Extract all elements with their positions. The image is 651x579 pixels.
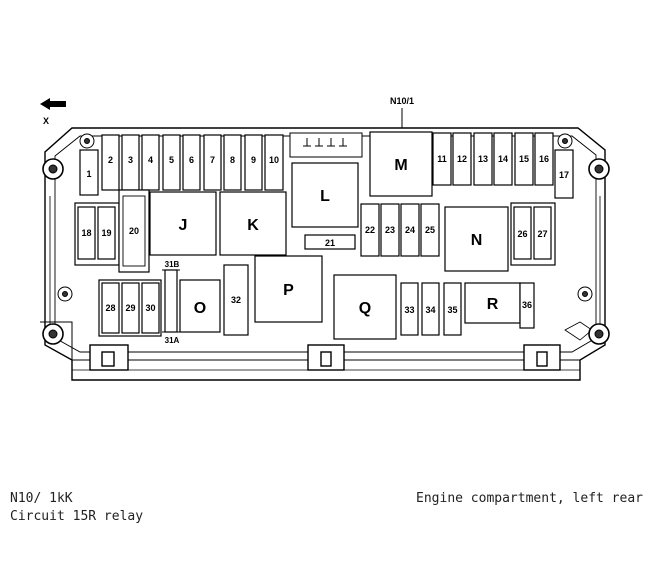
fuse-6: 6 [182,134,201,191]
relay-label: R [487,296,499,313]
caption-code: N10/ 1kK [10,491,73,506]
fuse-label: 9 [251,155,256,165]
fuse-pair-26-27 [510,202,556,266]
fuse-22: 22 [360,203,380,257]
fuse-pair-18-19 [74,202,120,266]
caption-location: Engine compartment, left rear [416,491,643,506]
fuse-group-28-30 [98,279,162,337]
relay-m: M [369,131,433,197]
fuse-13: 13 [473,132,493,186]
relay-label: P [283,282,294,299]
fuse-26-label: 26 [517,229,527,239]
fuse-34: 34 [421,282,440,336]
fuse-label: 15 [519,154,529,164]
fuse-29-label: 29 [125,303,135,313]
fuse-36: 36 [519,282,535,329]
fuse-33: 33 [400,282,419,336]
fuse-2: 2 [101,134,120,191]
fuse-12: 12 [452,132,472,186]
relay-n: N [444,206,509,272]
relay-r: R [464,282,521,324]
fuse-17: 17 [554,149,574,199]
fuse-32: 32 [223,264,249,336]
relay-q: Q [333,274,397,340]
fuse-8: 8 [223,134,242,191]
relay-label: O [194,300,206,317]
relay-l: L [291,162,359,228]
fuse-24: 24 [400,203,420,257]
fuse-label: 24 [405,225,415,235]
component-id-label: N10/1 [390,96,414,106]
arrow-label: X [43,116,49,126]
fuse-label: 21 [325,238,335,248]
fuse-label: 22 [365,225,375,235]
fuse-label: 13 [478,154,488,164]
relay-label: Q [359,300,371,317]
fuse-3: 3 [121,134,140,191]
fuse-label: 1 [86,169,91,179]
fuse-label: 25 [425,225,435,235]
fuse-31b-label: 31B [165,260,180,269]
fuse-label: 34 [425,305,435,315]
fuse-label: 17 [559,170,569,180]
fuse-18-label: 18 [81,228,91,238]
fuse-31 [162,269,180,333]
fuse-label: 2 [108,155,113,165]
fuse-1: 1 [79,149,99,196]
relay-k: K [219,191,287,256]
fuse-label: 4 [148,155,153,165]
fuse-21: 21 [304,234,356,250]
relay-label: J [179,217,188,234]
fuse-11: 11 [432,132,452,186]
fuse-label: 5 [169,155,174,165]
fuse-label: 20 [129,226,139,236]
fuse-19-label: 19 [101,228,111,238]
caption-name: Circuit 15R relay [10,509,144,524]
fuse-30-label: 30 [145,303,155,313]
direction-arrow: X [40,98,66,126]
fuse-label: 35 [447,305,457,315]
fuse-label: 3 [128,155,133,165]
fuse-9: 9 [244,134,263,191]
fuse-label: 33 [404,305,414,315]
fuse-23: 23 [380,203,400,257]
fuse-label: 8 [230,155,235,165]
relay-p: P [254,255,323,323]
relay-label: L [320,188,330,205]
fuse-28-label: 28 [105,303,115,313]
fuse-31a-label: 31A [165,336,180,345]
fuse-label: 32 [231,295,241,305]
fuse-20: 20 [118,189,150,273]
fuse-14: 14 [493,132,513,186]
fuse-5: 5 [162,134,181,191]
fuse-label: 36 [522,300,532,310]
top-connector [289,132,363,158]
fuse-label: 14 [498,154,508,164]
fuse-label: 10 [269,155,279,165]
fuse-15: 15 [514,132,534,186]
relay-label: K [247,217,259,234]
fuse-label: 16 [539,154,549,164]
fuse-10: 10 [264,134,284,191]
fuse-16: 16 [534,132,554,186]
fuse-35: 35 [443,282,462,336]
relay-o: O [179,279,221,333]
fuse-label: 6 [189,155,194,165]
fuse-label: 7 [210,155,215,165]
relay-j: J [149,191,217,256]
fuse-4: 4 [141,134,160,191]
fuse-27-label: 27 [537,229,547,239]
relay-label: N [471,232,483,249]
fuse-label: 11 [437,154,447,164]
mounting-holes [42,133,610,345]
fuse-7: 7 [203,134,222,191]
relay-label: M [394,157,407,174]
fuse-25: 25 [420,203,440,257]
fuse-label: 23 [385,225,395,235]
fuse-label: 12 [457,154,467,164]
